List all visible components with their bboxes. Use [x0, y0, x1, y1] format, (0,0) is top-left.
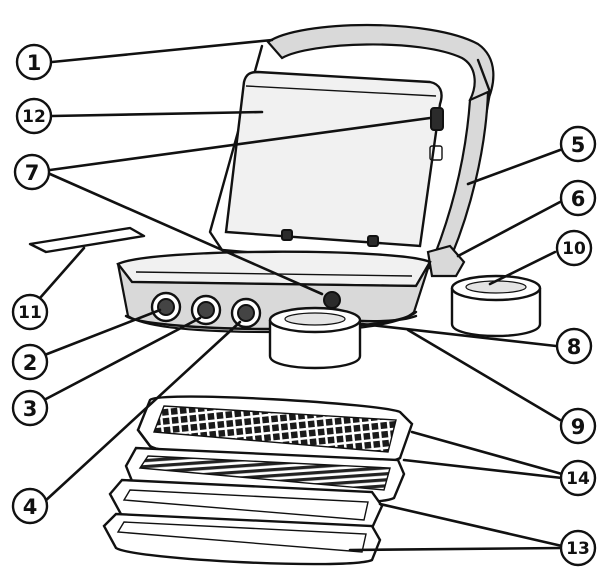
callout-11-label: 11 [18, 303, 42, 323]
callout-10-label: 10 [562, 239, 586, 259]
callout-1: 1 [15, 43, 53, 81]
callout-12: 12 [15, 97, 53, 135]
callout-9-label: 9 [571, 415, 586, 439]
hinge [426, 244, 466, 278]
knob-4 [230, 297, 262, 329]
callout-13-label: 13 [566, 539, 590, 559]
callout-2: 2 [11, 343, 49, 381]
callout-5: 5 [559, 125, 597, 163]
callout-12-label: 12 [22, 107, 46, 127]
callout-8-label: 8 [567, 335, 582, 359]
callout-7-label: 7 [25, 161, 40, 185]
lower-grill-plate [116, 250, 432, 288]
callout-3-label: 3 [23, 397, 38, 421]
callout-8: 8 [555, 327, 593, 365]
callout-7: 7 [13, 153, 51, 191]
callout-5-label: 5 [571, 133, 586, 157]
waffle-plate-top [136, 395, 414, 466]
callout-14: 14 [559, 459, 597, 497]
callout-9: 9 [559, 407, 597, 445]
callout-14-label: 14 [566, 469, 590, 489]
callout-4: 4 [11, 487, 49, 525]
scraper [28, 226, 146, 254]
callout-11: 11 [11, 293, 49, 331]
knob-2 [150, 291, 182, 323]
front-release-button [323, 291, 341, 309]
callout-6-label: 6 [571, 187, 586, 211]
callout-1-label: 1 [27, 51, 42, 75]
drip-cup-front [268, 306, 362, 370]
callout-3: 3 [11, 389, 49, 427]
leader-lines [38, 38, 564, 552]
callout-2-label: 2 [23, 351, 38, 375]
callout-13: 13 [559, 529, 597, 567]
callout-10: 10 [555, 229, 593, 267]
grill-assembly [116, 23, 495, 334]
callout-6: 6 [559, 179, 597, 217]
lid-release-button [430, 107, 444, 131]
grill-plate-bottom [102, 512, 382, 566]
callout-4-label: 4 [23, 495, 38, 519]
knob-3 [190, 294, 222, 326]
drip-cup-side [450, 274, 542, 338]
upper-grill-plate [224, 70, 443, 248]
